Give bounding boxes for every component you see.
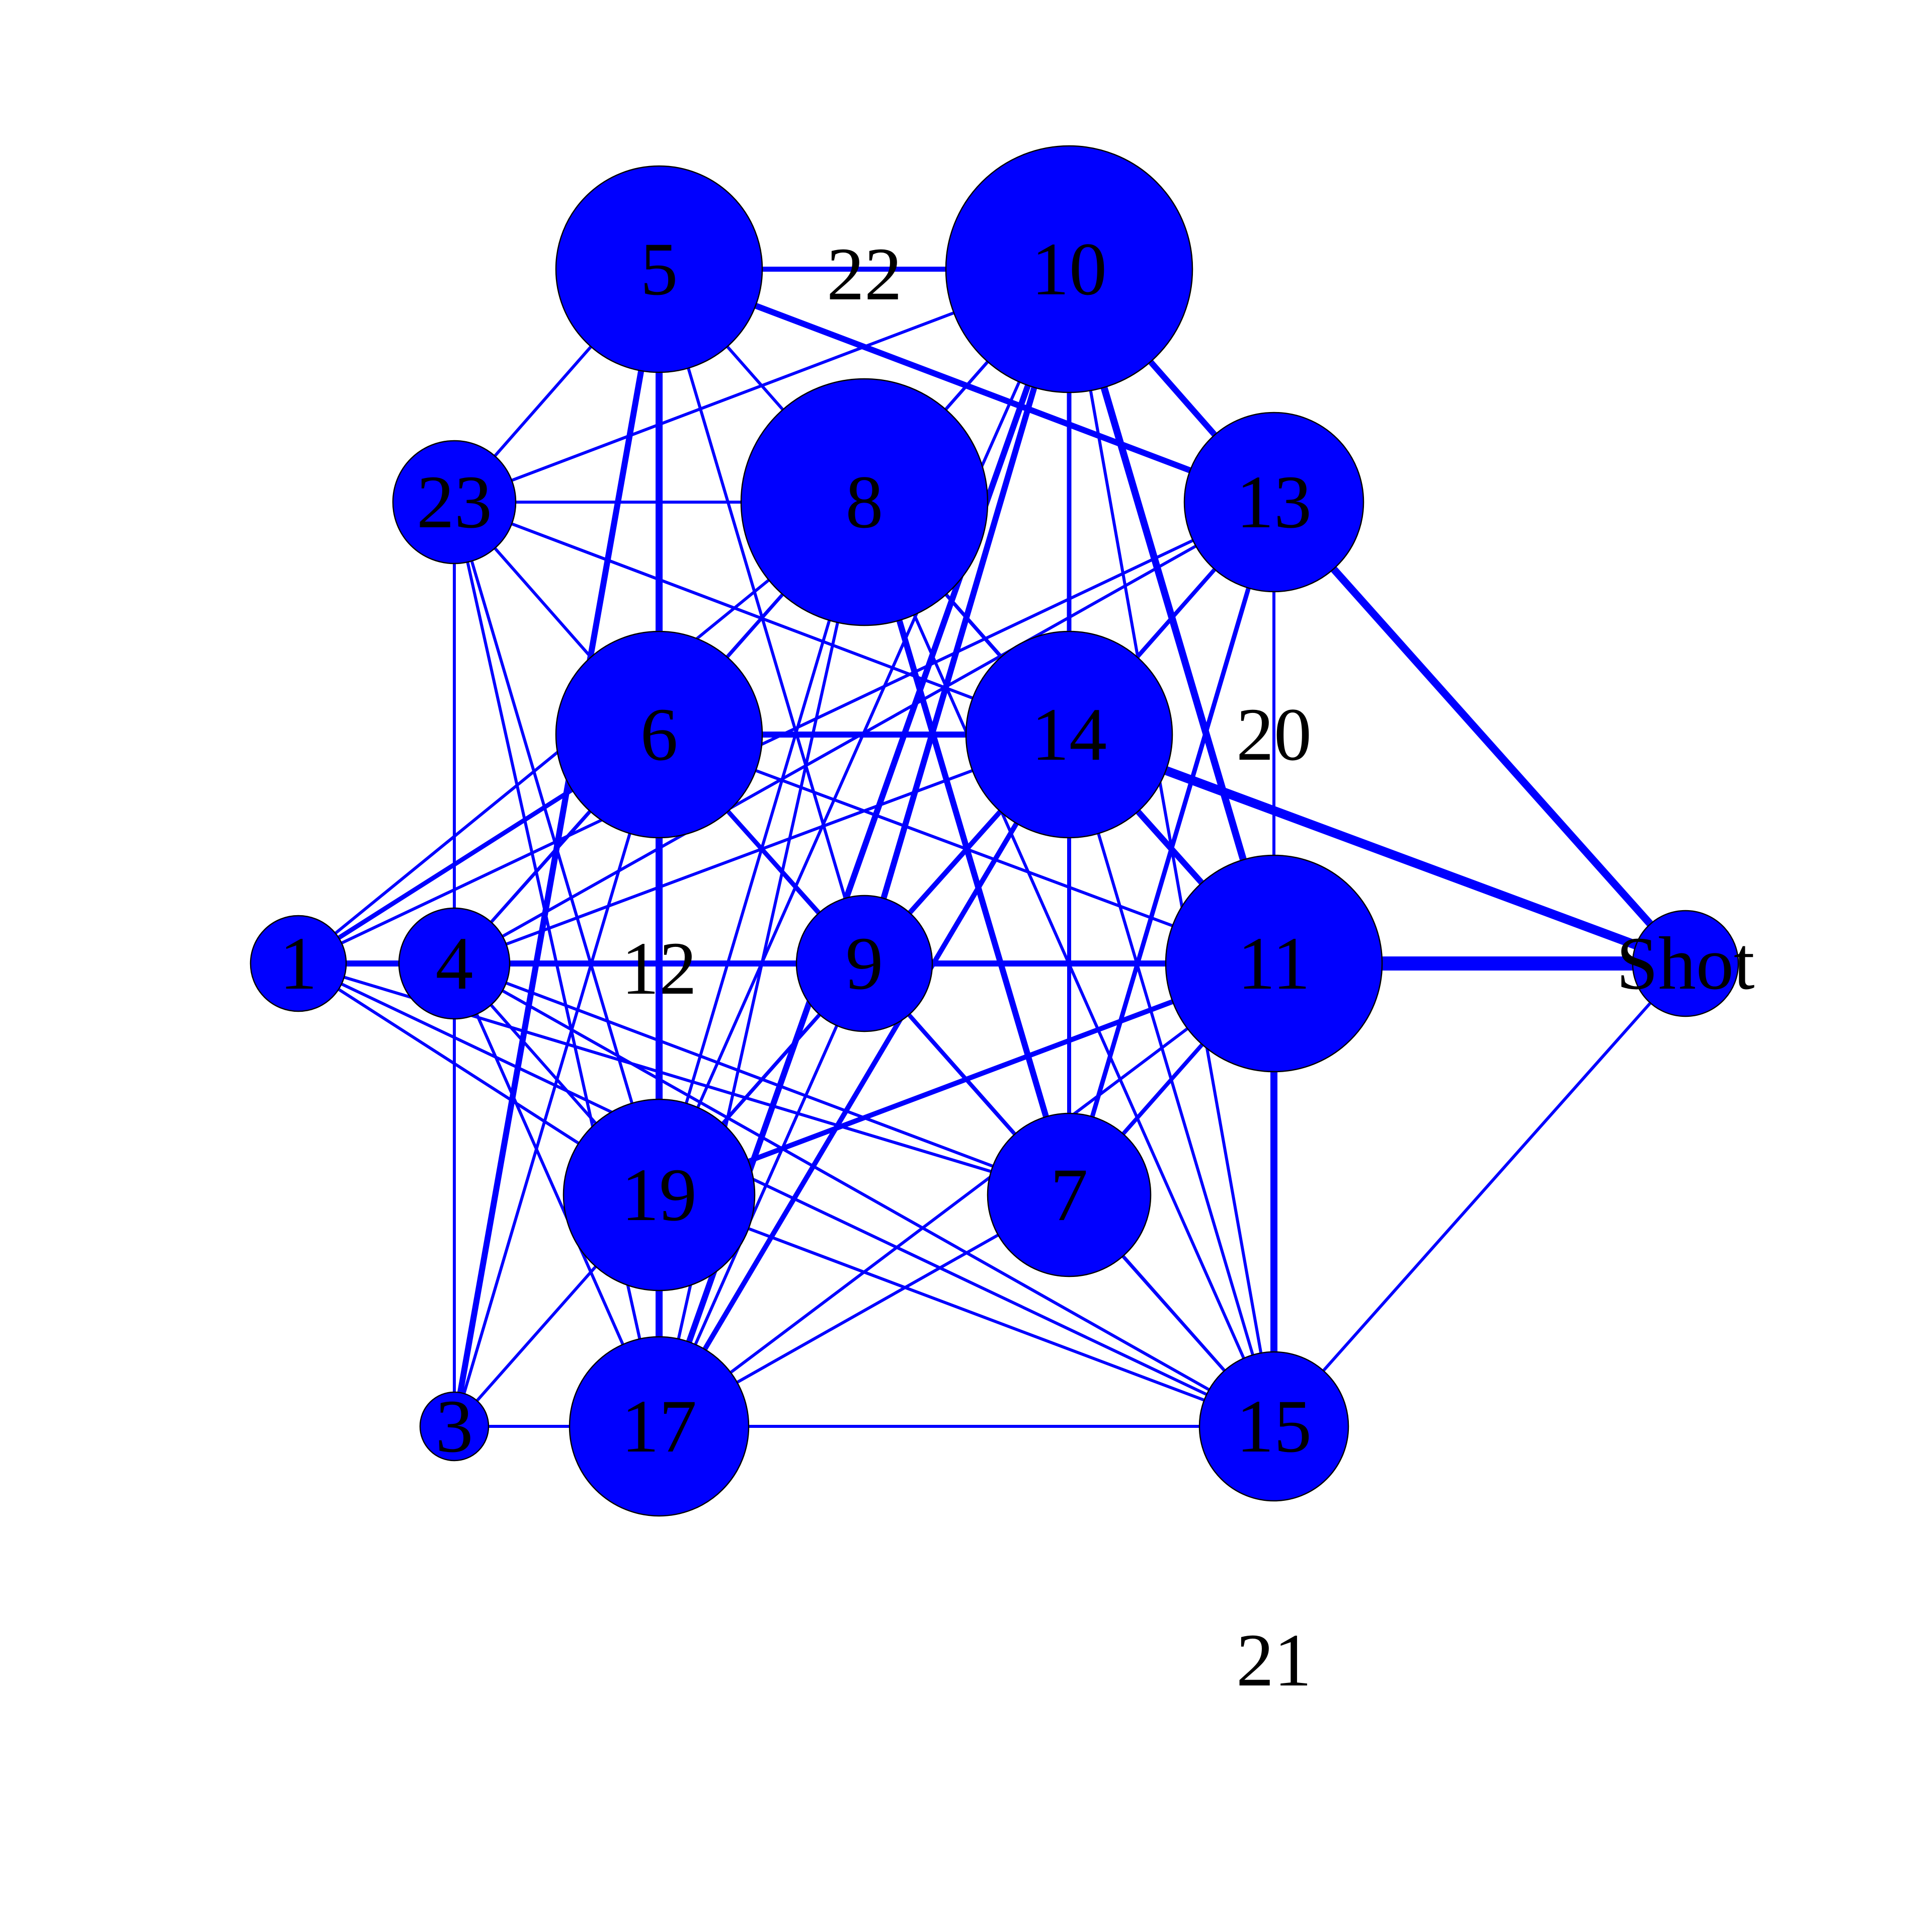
node-20: 20 xyxy=(1236,693,1312,776)
node-19: 19 xyxy=(562,1098,756,1292)
node-circle-7 xyxy=(987,1112,1152,1277)
node-label-17: 17 xyxy=(621,1385,697,1468)
node-15: 15 xyxy=(1198,1351,1349,1502)
node-21: 21 xyxy=(1236,1619,1312,1702)
node-circle-5 xyxy=(555,165,763,373)
node-label-21: 21 xyxy=(1236,1619,1312,1702)
edge-13-Shot xyxy=(1271,500,1688,966)
node-4: 4 xyxy=(398,907,511,1020)
node-8: 8 xyxy=(740,378,989,626)
edge-14-4 xyxy=(453,733,1070,965)
node-label-7: 7 xyxy=(1051,1153,1088,1237)
node-circle-6 xyxy=(555,630,763,839)
node-label-20: 20 xyxy=(1236,693,1312,776)
node-label-8: 8 xyxy=(846,460,883,544)
node-label-10: 10 xyxy=(1031,227,1107,311)
node-circle-4 xyxy=(398,907,511,1020)
edge-11-17 xyxy=(658,962,1275,1428)
node-circle-8 xyxy=(740,378,989,626)
node-9: 9 xyxy=(795,895,933,1032)
edge-1-15 xyxy=(297,962,1275,1428)
node-circle-14 xyxy=(965,630,1173,839)
node-label-14: 14 xyxy=(1031,693,1107,776)
node-22: 22 xyxy=(827,232,902,316)
node-circle-15 xyxy=(1198,1351,1349,1502)
node-circle-3 xyxy=(419,1391,490,1462)
node-3: 3 xyxy=(419,1385,490,1468)
edge-4-15 xyxy=(453,962,1275,1428)
node-label-1: 1 xyxy=(280,922,317,1005)
node-label-shot: Shot xyxy=(1616,922,1754,1005)
node-circle-9 xyxy=(795,895,933,1032)
node-label-19: 19 xyxy=(621,1153,697,1237)
node-label-9: 9 xyxy=(846,922,883,1005)
node-circle-13 xyxy=(1183,412,1364,593)
node-label-3: 3 xyxy=(436,1385,473,1468)
node-17: 17 xyxy=(569,1336,750,1517)
node-5: 5 xyxy=(555,165,763,373)
node-shot: Shot xyxy=(1616,910,1755,1017)
node-6: 6 xyxy=(555,630,763,839)
node-circle-10 xyxy=(945,145,1193,393)
node-label-4: 4 xyxy=(436,922,473,1005)
node-label-5: 5 xyxy=(640,227,678,311)
node-label-12: 12 xyxy=(621,927,697,1010)
node-circle-17 xyxy=(569,1336,750,1517)
edge-14-Shot xyxy=(1067,730,1687,968)
node-label-22: 22 xyxy=(827,232,902,316)
node-circle-11 xyxy=(1165,854,1383,1073)
edge-19-15 xyxy=(658,1193,1275,1428)
node-23: 23 xyxy=(392,440,517,565)
node-12: 12 xyxy=(621,927,697,1010)
node-label-11: 11 xyxy=(1238,922,1310,1005)
node-1: 1 xyxy=(250,915,347,1012)
node-label-6: 6 xyxy=(640,693,678,776)
node-7: 7 xyxy=(987,1112,1152,1277)
node-13: 13 xyxy=(1183,412,1364,593)
node-14: 14 xyxy=(965,630,1173,839)
edge-11-19 xyxy=(658,961,1275,1197)
node-label-15: 15 xyxy=(1236,1385,1312,1468)
node-10: 10 xyxy=(945,145,1193,393)
node-11: 11 xyxy=(1165,854,1383,1073)
node-circle-shot xyxy=(1632,910,1739,1017)
node-circle-1 xyxy=(250,915,347,1012)
node-circle-19 xyxy=(562,1098,756,1292)
node-label-23: 23 xyxy=(417,460,492,544)
node-label-13: 13 xyxy=(1236,460,1312,544)
node-circle-23 xyxy=(392,440,517,565)
edge-14-17 xyxy=(657,733,1072,1428)
edge-15-Shot xyxy=(1272,962,1687,1427)
